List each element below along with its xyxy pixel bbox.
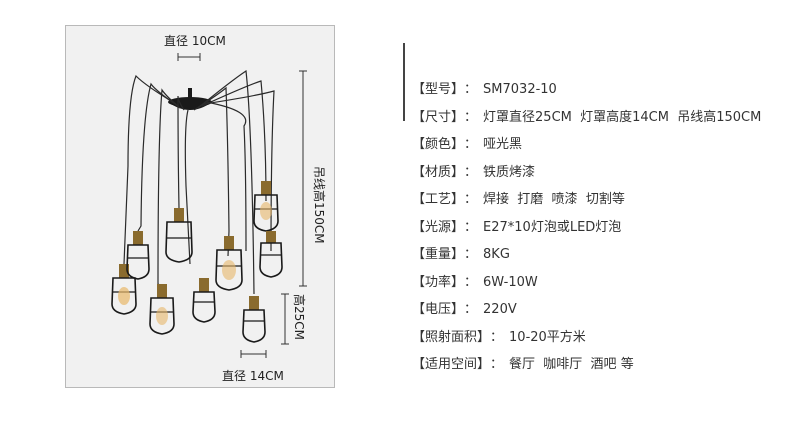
spec-sep: ： xyxy=(464,192,478,207)
spec-key: 【重量】 xyxy=(412,247,465,262)
spec-row-suitable-space: 【适用空间】 ： 餐厅 咖啡厅 酒吧 等 xyxy=(412,355,761,383)
spec-key: 【光源】 xyxy=(412,219,465,235)
spec-sep: ： xyxy=(464,109,478,125)
spec-value: SM7032-10 xyxy=(483,82,557,97)
spec-sep: ： xyxy=(464,82,478,97)
spec-sep: ： xyxy=(464,247,478,262)
spec-sep: ： xyxy=(464,137,478,152)
spec-sep: ： xyxy=(464,219,478,235)
spec-value: 10-20平方米 xyxy=(509,329,586,345)
spec-value: 8KG xyxy=(483,247,510,262)
spec-value: 6W-10W xyxy=(483,274,538,290)
spec-row-process: 【工艺】 ： 焊接 打磨 喷漆 切割等 xyxy=(412,190,761,218)
spec-row-size: 【尺寸】 ： 灯罩直径25CM 灯罩高度14CM 吊线高150CM xyxy=(412,108,761,136)
spec-key: 【尺寸】 xyxy=(412,109,465,125)
spec-sep: ： xyxy=(464,302,478,317)
cable-height-label: 吊线高150CM xyxy=(312,166,326,244)
product-photo: 直径 10CM 吊线高150CM 高25CM 直径 14CM xyxy=(65,25,335,388)
spec-row-weight: 【重量】 ： 8KG xyxy=(412,245,761,273)
spec-key: 【颜色】 xyxy=(412,137,465,152)
spec-sep: ： xyxy=(464,164,478,180)
spec-value: 哑光黑 xyxy=(483,137,523,152)
top-diameter-label: 直径 10CM xyxy=(164,34,226,48)
spec-list: 【型号】 ： SM7032-10 【尺寸】 ： 灯罩直径25CM 灯罩高度14C… xyxy=(412,80,761,383)
cable-height-marker xyxy=(299,70,307,287)
spec-value: 焊接 打磨 喷漆 切割等 xyxy=(483,192,625,207)
spec-value: 灯罩直径25CM 灯罩高度14CM 吊线高150CM xyxy=(483,109,762,125)
spec-sep: ： xyxy=(464,274,478,290)
shade-height-label: 高25CM xyxy=(292,294,306,341)
lamp-pendants xyxy=(111,181,283,343)
spec-sep: ： xyxy=(490,329,504,345)
spec-value: E27*10灯泡或LED灯泡 xyxy=(483,219,622,235)
spec-key: 【工艺】 xyxy=(412,192,465,207)
top-diameter-marker xyxy=(177,53,201,61)
shade-diameter-marker xyxy=(240,350,267,358)
spec-key: 【照射面积】 xyxy=(412,329,491,345)
spec-row-coverage-area: 【照射面积】 ： 10-20平方米 xyxy=(412,328,761,356)
spec-row-light-source: 【光源】 ： E27*10灯泡或LED灯泡 xyxy=(412,218,761,246)
spec-row-voltage: 【电压】 ： 220V xyxy=(412,300,761,328)
spec-value: 餐厅 咖啡厅 酒吧 等 xyxy=(509,357,634,372)
spec-key: 【电压】 xyxy=(412,302,465,317)
section-divider xyxy=(403,43,405,121)
shade-height-marker xyxy=(281,293,289,345)
spec-row-model: 【型号】 ： SM7032-10 xyxy=(412,80,761,108)
spec-row-color: 【颜色】 ： 哑光黑 xyxy=(412,135,761,163)
spec-value: 铁质烤漆 xyxy=(483,164,536,180)
shade-diameter-label: 直径 14CM xyxy=(222,369,284,383)
cables xyxy=(123,69,275,295)
spec-key: 【适用空间】 xyxy=(412,357,491,372)
spec-row-material: 【材质】 ： 铁质烤漆 xyxy=(412,163,761,191)
spec-row-power: 【功率】 ： 6W-10W xyxy=(412,273,761,301)
spec-value: 220V xyxy=(483,302,517,317)
spec-key: 【功率】 xyxy=(412,274,465,290)
spec-key: 【型号】 xyxy=(412,82,465,97)
spec-key: 【材质】 xyxy=(412,164,465,180)
pendant-lamp-illustration xyxy=(111,53,307,358)
spec-sep: ： xyxy=(490,357,504,372)
